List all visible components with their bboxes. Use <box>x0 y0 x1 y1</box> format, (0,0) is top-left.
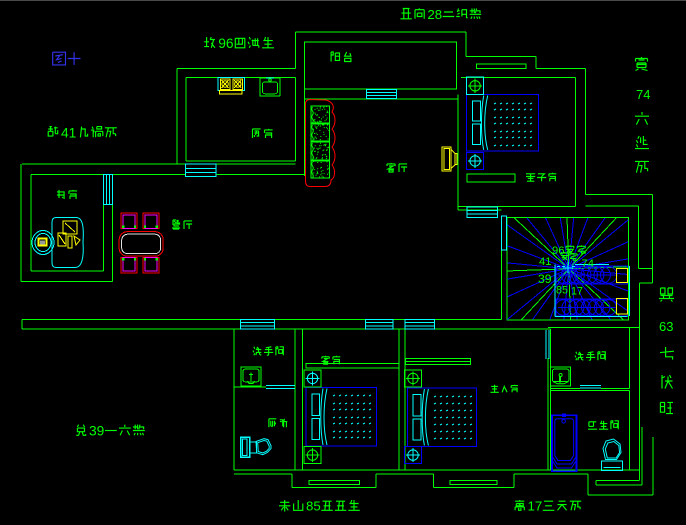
svg-text:17: 17 <box>528 498 543 513</box>
svg-text:74: 74 <box>636 87 650 102</box>
svg-text:85: 85 <box>556 285 568 297</box>
svg-text:39: 39 <box>538 272 552 286</box>
svg-text:96: 96 <box>218 36 234 51</box>
svg-text:41: 41 <box>61 125 76 140</box>
svg-text:39: 39 <box>89 423 105 438</box>
svg-text:28: 28 <box>427 7 442 22</box>
svg-text:85: 85 <box>306 498 321 513</box>
svg-text:63: 63 <box>659 319 673 334</box>
svg-text:74: 74 <box>582 258 594 270</box>
svg-text:41: 41 <box>539 256 551 268</box>
svg-text:17: 17 <box>571 286 583 298</box>
